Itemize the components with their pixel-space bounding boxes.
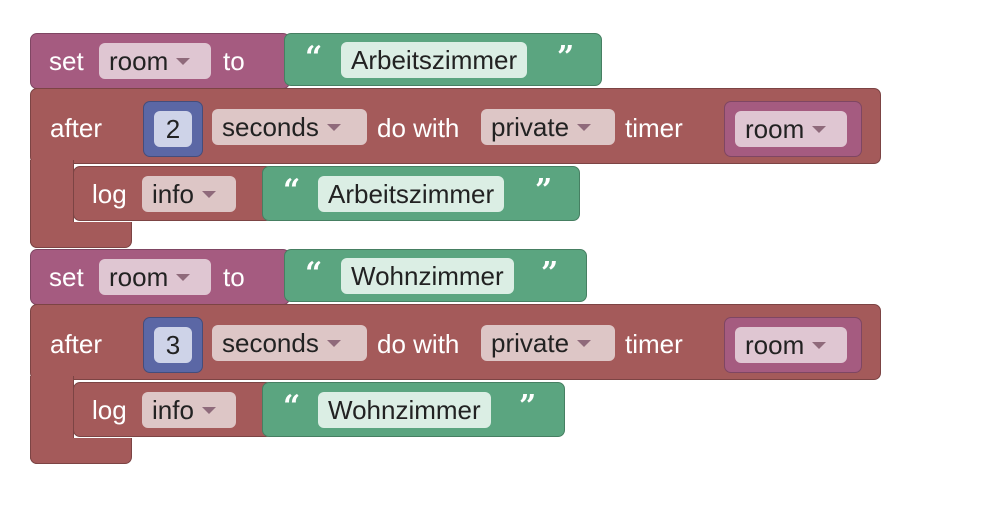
timer-variable-dropdown[interactable]: room [735, 327, 847, 363]
chevron-down-icon [201, 190, 216, 198]
log-block[interactable]: log info [73, 382, 273, 437]
log-text-block[interactable]: “ Wohnzimmer ” [262, 382, 565, 437]
chevron-down-icon [326, 339, 341, 347]
number-block[interactable]: 3 [143, 317, 203, 373]
delay-input[interactable]: 3 [154, 327, 192, 363]
variable-dropdown[interactable]: room [99, 43, 211, 79]
timeout-block-footer [30, 222, 132, 248]
number-block[interactable]: 2 [143, 101, 203, 157]
timer-label: timer [625, 329, 683, 359]
do-with-label: do with [377, 329, 460, 359]
quote-close-icon: ” [535, 173, 553, 208]
scope-dropdown[interactable]: private [481, 325, 615, 361]
log-level-value: info [152, 179, 194, 209]
to-label: to [223, 262, 245, 292]
after-label: after [50, 113, 103, 143]
quote-close-icon: ” [519, 389, 537, 424]
timer-variable-name: room [745, 114, 805, 144]
quote-open-icon: “ [305, 256, 323, 291]
set-label: set [49, 46, 84, 76]
delay-value: 2 [165, 114, 181, 144]
log-label: log [92, 179, 127, 209]
text-value: Wohnzimmer [351, 261, 504, 291]
log-block[interactable]: log info [73, 166, 273, 221]
unit-value: seconds [222, 328, 319, 358]
quote-close-icon: ” [557, 40, 575, 75]
log-text-value: Wohnzimmer [328, 395, 481, 425]
after-label: after [50, 329, 103, 359]
to-label: to [223, 46, 245, 76]
scope-dropdown[interactable]: private [481, 109, 615, 145]
chevron-down-icon [812, 341, 827, 349]
timeout-block[interactable]: after 3 seconds do with private timer ro… [30, 304, 881, 380]
timeout-block[interactable]: after 2 seconds do with private timer ro… [30, 88, 881, 164]
log-level-value: info [152, 395, 194, 425]
timer-variable-block[interactable]: room [724, 317, 862, 373]
quote-close-icon: ” [541, 256, 559, 291]
chevron-down-icon [812, 125, 827, 133]
set-label: set [49, 262, 84, 292]
scope-value: private [491, 328, 570, 358]
log-text-input[interactable]: Arbeitszimmer [318, 176, 505, 212]
text-input[interactable]: Wohnzimmer [341, 258, 514, 294]
text-block[interactable]: “ Arbeitszimmer ” [284, 33, 602, 86]
chevron-down-icon [577, 123, 592, 131]
chevron-down-icon [326, 123, 341, 131]
chevron-down-icon [176, 57, 191, 65]
unit-dropdown[interactable]: seconds [212, 109, 367, 145]
quote-open-icon: “ [305, 40, 323, 75]
text-input[interactable]: Arbeitszimmer [341, 42, 528, 78]
timer-variable-dropdown[interactable]: room [735, 111, 847, 147]
unit-dropdown[interactable]: seconds [212, 325, 367, 361]
chevron-down-icon [201, 406, 216, 414]
scope-value: private [491, 112, 570, 142]
delay-value: 3 [165, 330, 181, 360]
text-block[interactable]: “ Wohnzimmer ” [284, 249, 587, 302]
variable-name: room [109, 262, 169, 292]
delay-input[interactable]: 2 [154, 111, 192, 147]
timer-variable-name: room [745, 330, 805, 360]
log-level-dropdown[interactable]: info [142, 176, 236, 212]
set-variable-block[interactable]: set room to [30, 33, 290, 89]
timeout-block-footer [30, 438, 132, 464]
log-level-dropdown[interactable]: info [142, 392, 236, 428]
do-with-label: do with [377, 113, 460, 143]
text-value: Arbeitszimmer [351, 45, 518, 75]
variable-dropdown[interactable]: room [99, 259, 211, 295]
chevron-down-icon [577, 339, 592, 347]
set-variable-block[interactable]: set room to [30, 249, 290, 305]
log-text-input[interactable]: Wohnzimmer [318, 392, 491, 428]
log-text-value: Arbeitszimmer [328, 179, 495, 209]
variable-name: room [109, 46, 169, 76]
chevron-down-icon [176, 273, 191, 281]
unit-value: seconds [222, 112, 319, 142]
quote-open-icon: “ [283, 173, 301, 208]
timer-variable-block[interactable]: room [724, 101, 862, 157]
quote-open-icon: “ [283, 389, 301, 424]
log-text-block[interactable]: “ Arbeitszimmer ” [262, 166, 580, 221]
log-label: log [92, 395, 127, 425]
timer-label: timer [625, 113, 683, 143]
